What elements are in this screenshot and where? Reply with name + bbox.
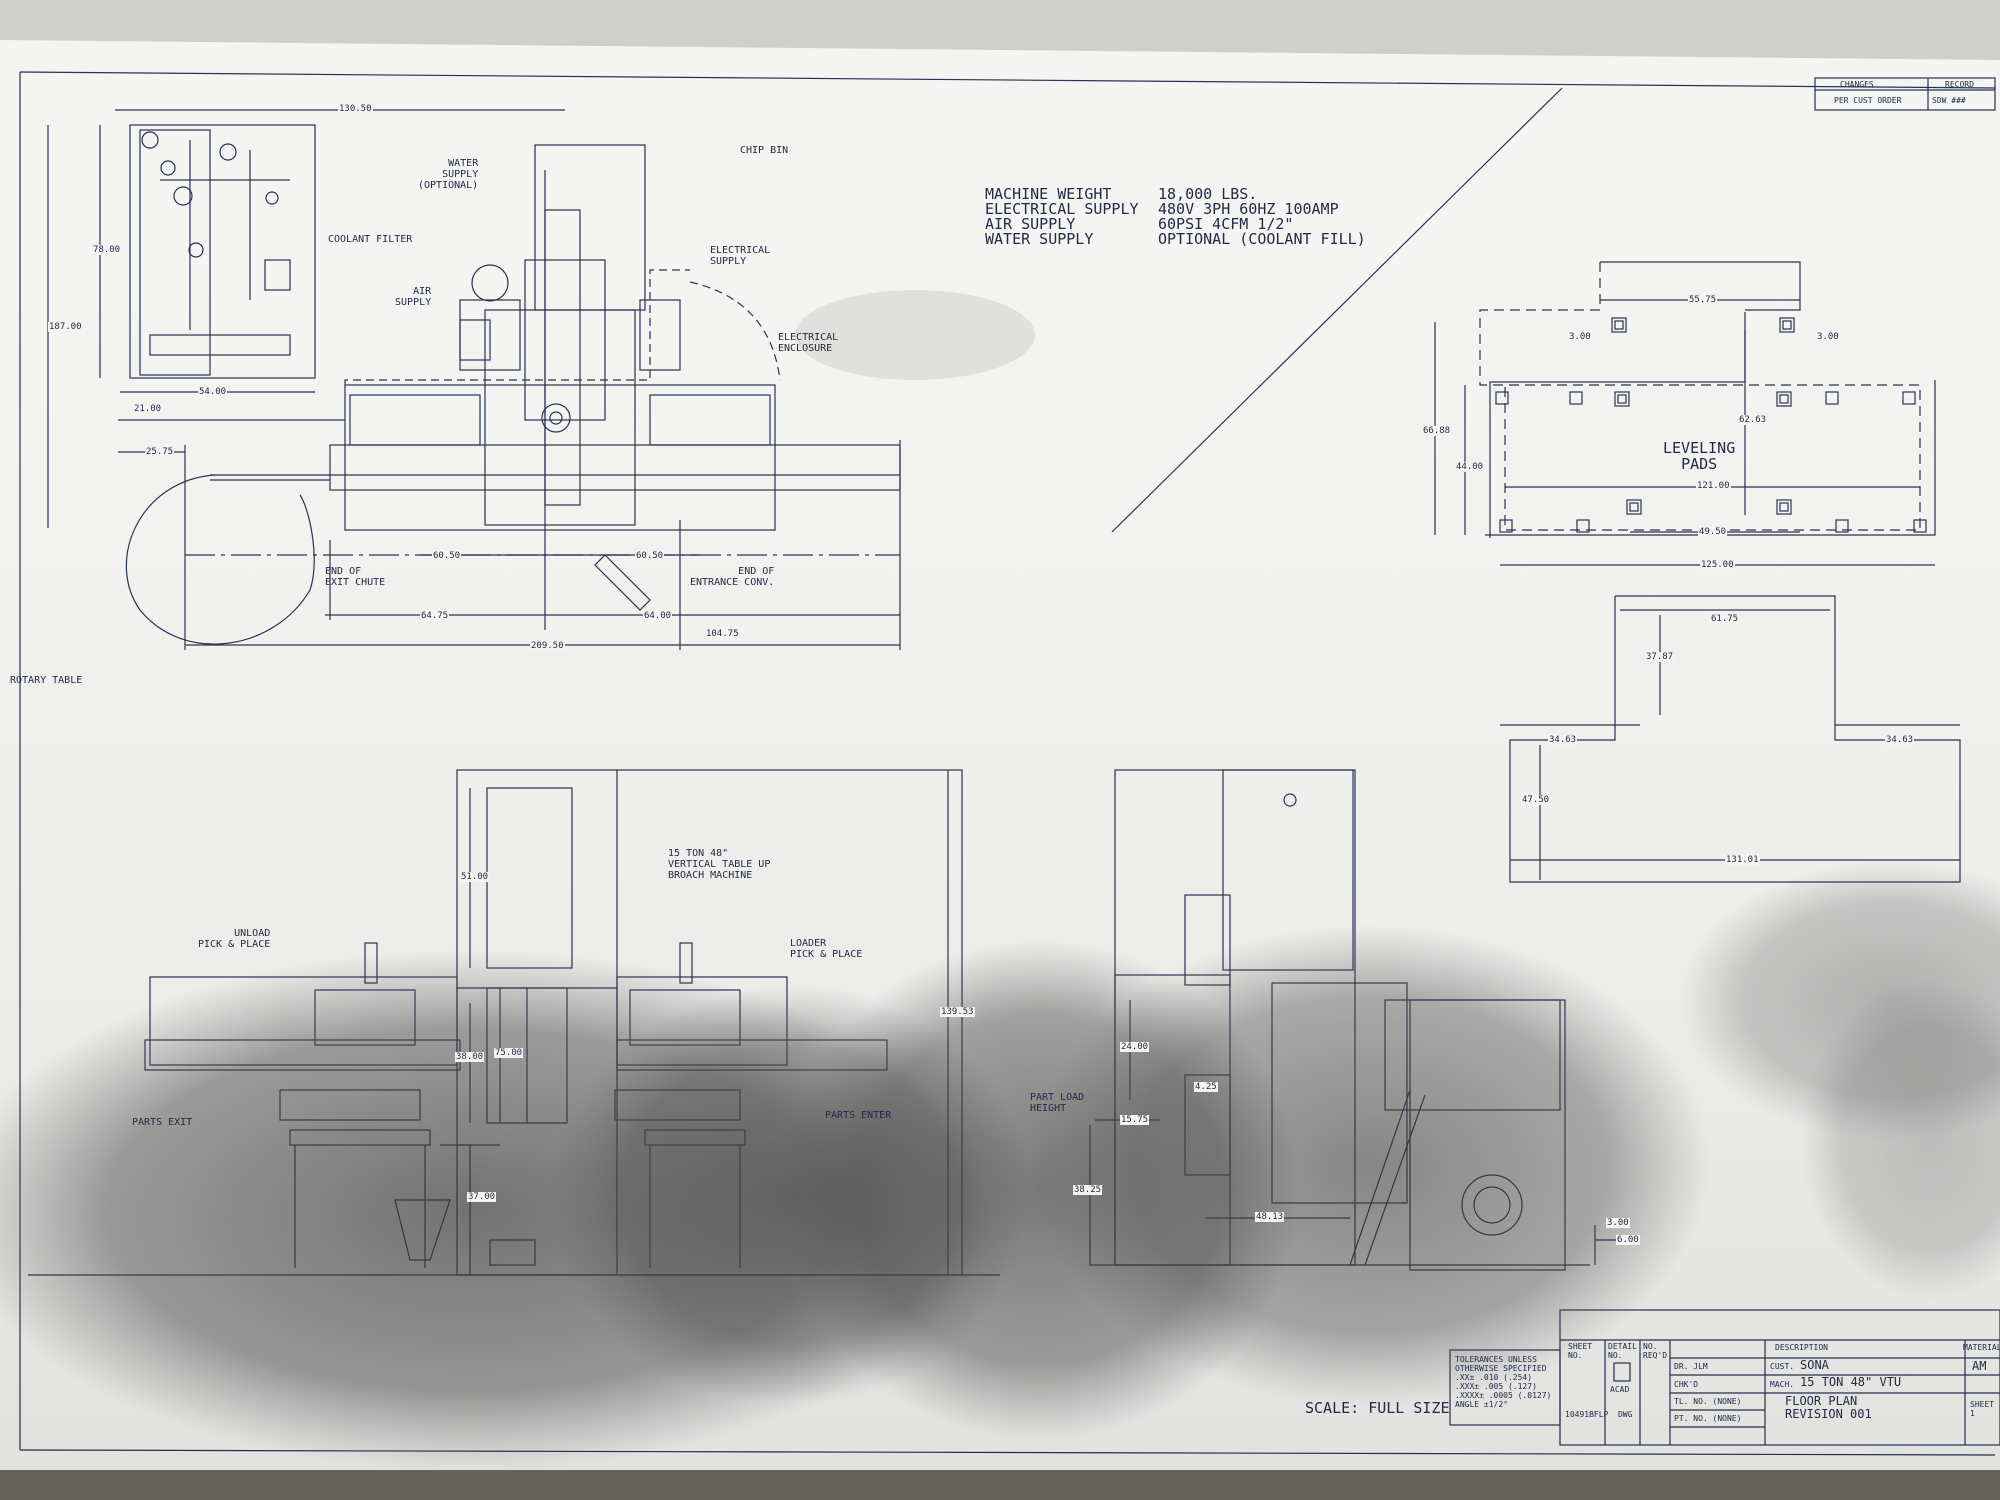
detail-no-header: DETAIL NO.	[1608, 1342, 1637, 1360]
dim-6-00: 6.00	[1616, 1235, 1640, 1245]
dim-51-00: 51.00	[460, 872, 490, 882]
label-part-load-height: PART LOAD HEIGHT	[1030, 1092, 1085, 1114]
dim-75-00: 75.00	[494, 1048, 524, 1058]
label-air-supply: AIR SUPPLY	[395, 286, 432, 308]
record-header: RECORD	[1945, 80, 1974, 89]
label-unload-pick-place: UNLOAD PICK & PLACE	[198, 928, 271, 950]
spec-machine-weight-label: MACHINE WEIGHT	[985, 185, 1112, 203]
dim-4-25: 4.25	[1194, 1082, 1218, 1092]
dim-187-00: 187.00	[48, 322, 83, 332]
dim-21-00: 21.00	[133, 404, 163, 414]
dim-66-88: 66.88	[1422, 426, 1452, 436]
material-header: MATERIAL	[1963, 1343, 2000, 1352]
label-chip-bin: CHIP BIN	[740, 145, 789, 156]
dim-48-13: 48.13	[1255, 1212, 1285, 1222]
dim-60-50-right: 60.50	[635, 551, 665, 561]
label-broach-machine: 15 TON 48" VERTICAL TABLE UP BROACH MACH…	[668, 848, 771, 881]
label-end-entrance-conv: END OF ENTRANCE CONV.	[690, 566, 775, 588]
dim-3-00-left: 3.00	[1568, 332, 1592, 342]
acad-label: ACAD	[1610, 1385, 1630, 1394]
description-header: DESCRIPTION	[1775, 1343, 1828, 1352]
tool-no: TL. NO. (NONE)	[1674, 1397, 1742, 1406]
dim-37-00: 37.00	[467, 1192, 497, 1202]
dim-130-50: 130.50	[338, 104, 373, 114]
drawn-by: DR. JLM	[1674, 1362, 1708, 1371]
checked-by: CHK'D	[1674, 1380, 1699, 1389]
drawing-file: 10491BFLP DWG	[1565, 1410, 1633, 1419]
dim-64-75: 64.75	[420, 611, 450, 621]
change-entry: PER CUST ORDER	[1834, 96, 1902, 105]
dim-55-75: 55.75	[1688, 295, 1718, 305]
dim-38-00: 38.00	[455, 1052, 485, 1062]
spec-water-label: WATER SUPPLY	[985, 230, 1094, 248]
sheet-no-header: SHEET NO.	[1568, 1342, 1593, 1360]
dim-3-00-base: 3.00	[1606, 1218, 1630, 1228]
label-electrical-enclosure: ELECTRICAL ENCLOSURE	[778, 332, 839, 354]
label-rotary-table: ROTARY TABLE	[10, 675, 83, 686]
spec-machine-weight-value: 18,000 LBS.	[1158, 185, 1258, 203]
cust-label: CUST.	[1770, 1362, 1795, 1371]
dim-3-00-right: 3.00	[1816, 332, 1840, 342]
mach-label: MACH.	[1770, 1380, 1795, 1389]
drawing-title: FLOOR PLAN REVISION 001	[1785, 1394, 1872, 1421]
spec-electrical-value: 480V 3PH 60HZ 100AMP	[1158, 200, 1339, 218]
dim-64-00: 64.00	[643, 611, 673, 621]
label-parts-exit: PARTS EXIT	[132, 1117, 193, 1128]
leveling-pads-title: LEVELING PADS	[1663, 439, 1736, 473]
dim-139-53: 139.53	[940, 1007, 975, 1017]
dim-25-75: 25.75	[145, 447, 175, 457]
label-parts-enter: PARTS ENTER	[825, 1110, 892, 1121]
customer-name: SONA	[1800, 1358, 1829, 1372]
spec-air-label: AIR SUPPLY	[985, 215, 1076, 233]
machine-name: 15 TON 48" VTU	[1800, 1375, 1902, 1389]
dim-121-00: 121.00	[1696, 481, 1731, 491]
label-end-exit-chute: END OF EXIT CHUTE	[325, 566, 386, 588]
material-value: AM	[1972, 1359, 1987, 1373]
dim-47-50: 47.50	[1521, 795, 1551, 805]
dim-34-63-left: 34.63	[1548, 735, 1578, 745]
dim-78-00: 78.00	[92, 245, 122, 255]
part-no: PT. NO. (NONE)	[1674, 1414, 1742, 1423]
no-reqd-header: NO. REQ'D	[1643, 1342, 1668, 1360]
dim-62-63: 62.63	[1738, 415, 1768, 425]
scale-label: SCALE: FULL SIZE	[1305, 1399, 1450, 1417]
spec-air-value: 60PSI 4CFM 1/2"	[1158, 215, 1294, 233]
label-electrical-supply: ELECTRICAL SUPPLY	[710, 245, 771, 267]
spec-water-value: OPTIONAL (COOLANT FILL)	[1158, 230, 1366, 248]
dim-54-00: 54.00	[198, 387, 228, 397]
dim-125-00: 125.00	[1700, 560, 1735, 570]
record-entry: SDW ###	[1932, 96, 1966, 105]
dim-131-01: 131.01	[1725, 855, 1760, 865]
dim-44-00: 44.00	[1455, 462, 1485, 472]
sheet-label: SHEET 1	[1970, 1400, 1995, 1418]
dim-61-75: 61.75	[1710, 614, 1740, 624]
dim-49-50: 49.50	[1698, 527, 1728, 537]
dim-37-87: 37.87	[1645, 652, 1675, 662]
dim-38-25: 38.25	[1073, 1185, 1103, 1195]
spec-electrical-label: ELECTRICAL SUPPLY	[985, 200, 1139, 218]
dim-24-00: 24.00	[1120, 1042, 1150, 1052]
dim-34-63-right: 34.63	[1885, 735, 1915, 745]
dim-209-50: 209.50	[530, 641, 565, 651]
dim-15-75: 15.75	[1120, 1115, 1150, 1125]
tolerances-note: TOLERANCES UNLESS OTHERWISE SPECIFIED .X…	[1455, 1355, 1552, 1409]
dim-104-75: 104.75	[705, 629, 740, 639]
changes-header: CHANGES	[1840, 80, 1874, 89]
dim-60-50-left: 60.50	[432, 551, 462, 561]
label-loader-pick-place: LOADER PICK & PLACE	[790, 938, 863, 960]
label-water-supply: WATER SUPPLY (OPTIONAL)	[418, 158, 479, 191]
label-coolant-filter: COOLANT FILTER	[328, 234, 413, 245]
